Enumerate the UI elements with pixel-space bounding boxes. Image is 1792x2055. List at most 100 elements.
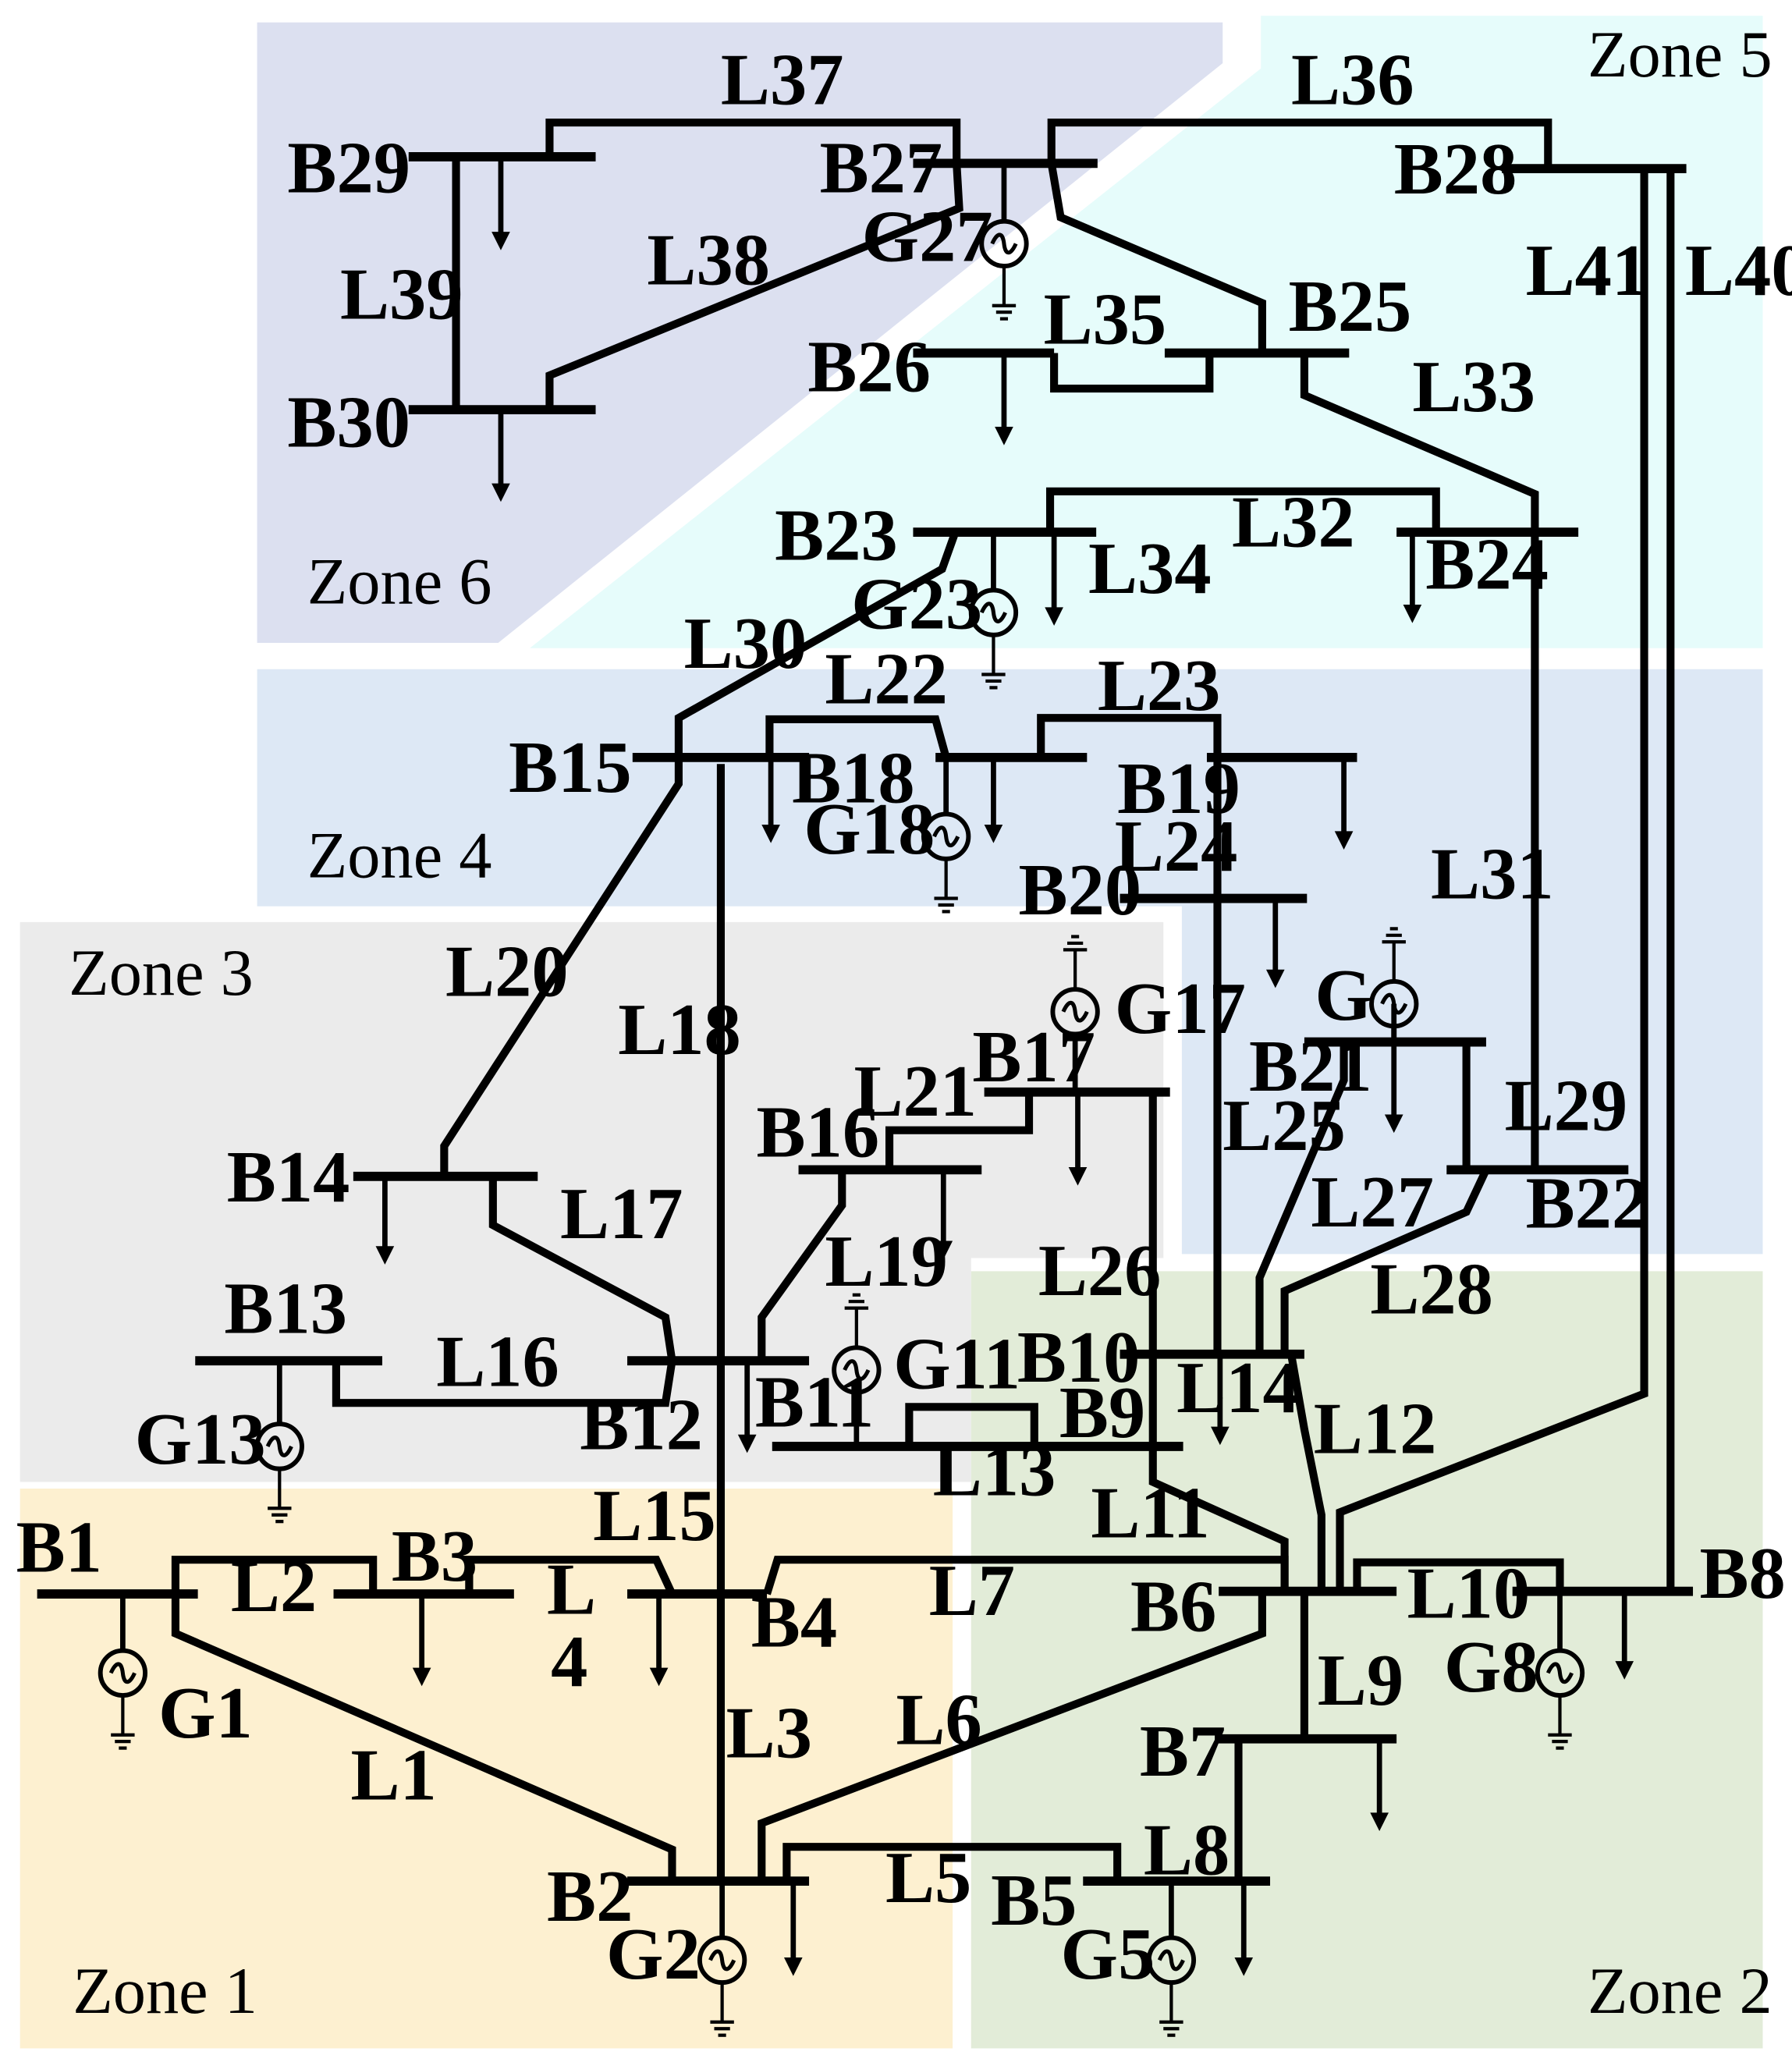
generator-label: G8 (1444, 1627, 1538, 1708)
load-arrow-icon (1334, 757, 1354, 850)
loads-layer (375, 156, 1634, 1976)
generator-label: G11 (893, 1324, 1020, 1405)
ground-icon (981, 634, 1006, 690)
bus-label: B12 (580, 1384, 703, 1465)
bus-label: B18 (792, 737, 915, 818)
line-label: L15 (593, 1475, 716, 1556)
line-label: L19 (825, 1221, 948, 1302)
bus-label: B2 (547, 1856, 633, 1937)
ac-generator-icon (98, 1594, 148, 1750)
transmission-line (674, 531, 960, 758)
transmission-line (1300, 353, 1539, 1170)
load-arrow-icon (1068, 1091, 1088, 1186)
zones-layer (20, 16, 1763, 2049)
bus-label: B23 (775, 495, 898, 577)
zone-3-area (20, 921, 1164, 1482)
bus-label: B27 (820, 128, 943, 209)
load-arrow-icon (761, 757, 780, 843)
bus-label: B6 (1130, 1566, 1216, 1647)
line-label: L21 (853, 1051, 977, 1132)
line-label: L27 (1311, 1162, 1434, 1243)
generator-label: G13 (135, 1399, 266, 1480)
generator-label: G5 (1061, 1914, 1155, 1995)
line-label: L (547, 1549, 596, 1630)
line-label: L38 (647, 220, 770, 301)
line-label: L6 (896, 1680, 981, 1761)
line-label: L23 (1098, 645, 1221, 726)
load-arrow-icon (1045, 532, 1063, 626)
line-label: L41 (1526, 230, 1649, 311)
bus-label: B8 (1699, 1533, 1785, 1614)
lines-layer (171, 118, 1694, 1882)
transmission-line (885, 1091, 1034, 1170)
ground-icon (1382, 927, 1406, 981)
line-label: L2 (231, 1546, 317, 1627)
line-label: L34 (1088, 528, 1212, 609)
bus-label: B25 (1289, 266, 1412, 347)
load-arrow-icon (1384, 1003, 1403, 1134)
zone-label: Zone 2 (1588, 1955, 1772, 2028)
line-label: L22 (825, 639, 948, 720)
ac-generator-icon (968, 532, 1019, 690)
line-label: L29 (1505, 1066, 1628, 1147)
bus-label: B29 (287, 128, 410, 209)
line-label: L30 (684, 603, 807, 684)
bus-label: B26 (807, 326, 931, 407)
transmission-line (488, 1176, 676, 1361)
transmission-line (1037, 714, 1222, 758)
load-arrow-icon (995, 353, 1013, 445)
transmission-line (1353, 1558, 1564, 1592)
bus-label: B14 (227, 1137, 350, 1218)
line-label: L3 (726, 1692, 812, 1773)
line-label: L16 (436, 1321, 559, 1402)
load-arrow-icon (1234, 1881, 1254, 1976)
line-label: L13 (933, 1430, 1056, 1511)
bus-label: B21 (1249, 1026, 1372, 1107)
ground-icon (1159, 1982, 1183, 2037)
line-label: L40 (1685, 230, 1792, 311)
line-label: L25 (1222, 1085, 1346, 1166)
load-arrow-icon (412, 1594, 431, 1687)
line-label: L14 (1176, 1347, 1300, 1429)
ground-icon (268, 1468, 292, 1524)
load-arrow-icon (984, 757, 1003, 843)
line-label: L18 (618, 989, 741, 1070)
load-arrow-icon (1211, 1354, 1230, 1446)
ground-icon (992, 266, 1017, 321)
ac-generator-icon (697, 1881, 747, 2037)
transmission-line (782, 1843, 1122, 1882)
line-label: L33 (1412, 346, 1535, 428)
line-label: L11 (1091, 1472, 1209, 1553)
bus-label: B5 (991, 1860, 1077, 1941)
bus-label: B4 (751, 1582, 837, 1663)
transmission-line (1280, 1168, 1490, 1354)
transmission-line (545, 118, 961, 164)
line-label: L20 (445, 931, 569, 1012)
generator-label: G18 (804, 789, 935, 870)
load-arrow-icon (934, 1169, 953, 1260)
bus-label: B20 (1019, 850, 1142, 931)
transmission-line (171, 1594, 676, 1882)
generator-label: G (1315, 955, 1372, 1036)
bus-label: B10 (1017, 1317, 1141, 1398)
ground-icon (1063, 935, 1088, 990)
zone-label: Zone 3 (69, 937, 254, 1010)
bus-label: B1 (16, 1507, 102, 1588)
load-arrow-icon (1615, 1591, 1634, 1680)
line-label: L9 (1318, 1640, 1403, 1721)
line-label: L7 (929, 1550, 1015, 1631)
ac-generator-icon (1050, 935, 1100, 1092)
ac-generator-icon (1369, 927, 1419, 1042)
line-label: L5 (885, 1837, 971, 1918)
zone-label: Zone 4 (307, 820, 492, 893)
ground-icon (934, 858, 958, 914)
load-arrow-icon (375, 1176, 395, 1265)
ground-icon (710, 1982, 734, 2037)
transmission-line (1148, 1091, 1289, 1592)
line-label: 4 (551, 1621, 587, 1702)
zone-4-area (257, 669, 1763, 1255)
line-label: L26 (1038, 1230, 1162, 1311)
zone-2-area (971, 1271, 1763, 2049)
